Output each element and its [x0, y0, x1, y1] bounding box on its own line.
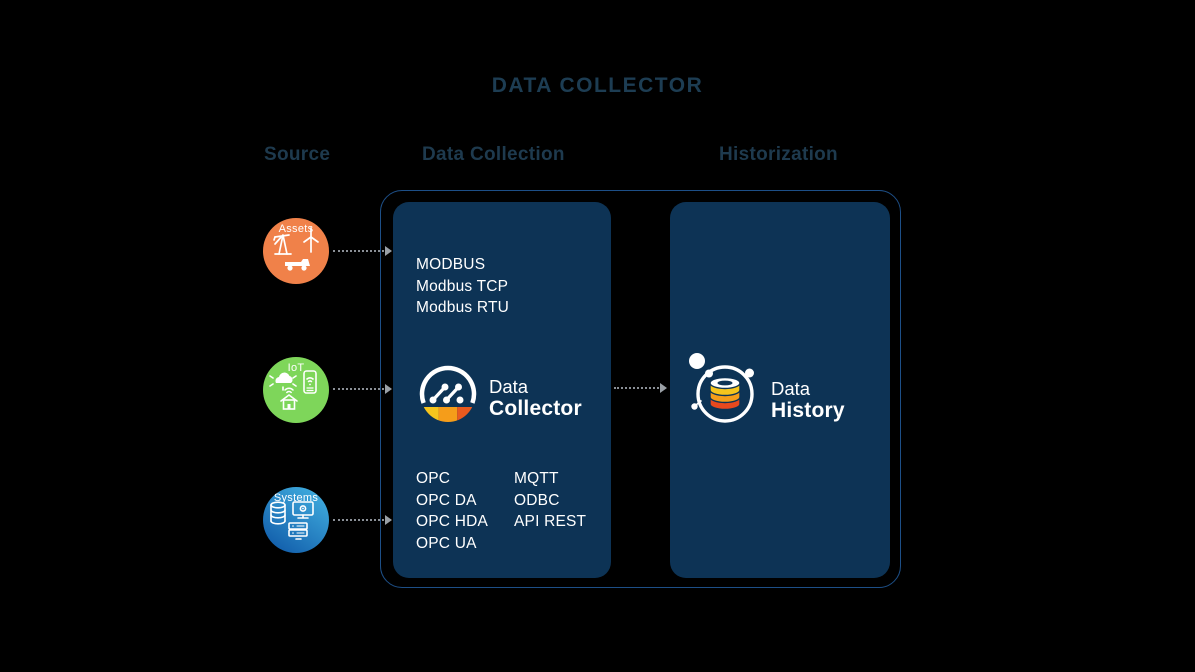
protocol-item: ODBC — [514, 491, 560, 509]
data-collector-logo: Data Collector — [418, 365, 582, 430]
protocol-item: OPC UA — [416, 534, 477, 552]
arrow-systems-to-collector — [333, 515, 392, 525]
protocol-item: OPC — [416, 470, 451, 487]
arrow-line — [333, 250, 384, 252]
source-systems: Systems — [263, 487, 329, 553]
systems-icon — [263, 487, 329, 558]
protocol-item: OPC DA — [416, 491, 477, 509]
data-collector-logo-icon — [418, 365, 478, 430]
protocol-item: API REST — [514, 513, 587, 530]
arrow-head-icon — [660, 383, 667, 393]
systems-label: Systems — [273, 492, 319, 504]
protocol-item: OPC HDA — [416, 513, 489, 530]
arrow-line — [333, 519, 384, 521]
column-header-historization: Historization — [719, 144, 838, 165]
column-header-source: Source — [264, 144, 331, 165]
logo-line1: Data — [771, 377, 811, 399]
arrow-assets-to-collector — [333, 246, 392, 256]
data-history-logo: Data History — [683, 350, 845, 435]
opc-protocol-list: OPC OPC DA OPC HDA OPC UA — [416, 468, 488, 554]
protocol-item: MODBUS — [416, 256, 486, 273]
logo-line2: History — [771, 398, 845, 422]
data-history-logo-text: Data History — [771, 378, 845, 422]
protocol-item: MQTT — [514, 470, 559, 487]
column-header-data-collection: Data Collection — [422, 144, 565, 165]
iot-icon — [263, 357, 329, 428]
arrow-line — [333, 388, 384, 390]
data-history-logo-icon — [683, 350, 763, 435]
arrow-collector-to-history — [614, 383, 667, 393]
iot-label: IoT — [287, 362, 305, 374]
data-collector-panel: MODBUS Modbus TCP Modbus RTU — [393, 202, 611, 578]
logo-line2: Collector — [489, 396, 582, 420]
source-iot: IoT — [263, 357, 329, 423]
data-collector-logo-text: Data Collector — [489, 376, 582, 420]
arrow-iot-to-collector — [333, 384, 392, 394]
modbus-protocol-list: MODBUS Modbus TCP Modbus RTU — [416, 254, 509, 319]
misc-protocol-list: MQTT ODBC API REST — [514, 468, 586, 533]
logo-line1: Data — [489, 375, 529, 397]
source-assets: Assets — [263, 218, 329, 284]
page-title: DATA COLLECTOR — [491, 74, 704, 97]
arrow-head-icon — [385, 515, 392, 525]
arrow-head-icon — [385, 384, 392, 394]
assets-icon — [263, 218, 329, 289]
arrow-line — [614, 387, 659, 389]
assets-label: Assets — [278, 223, 314, 235]
protocol-item: Modbus TCP — [416, 277, 509, 295]
data-history-panel: Data History — [670, 202, 890, 578]
arrow-head-icon — [385, 246, 392, 256]
protocol-item: Modbus RTU — [416, 299, 510, 316]
